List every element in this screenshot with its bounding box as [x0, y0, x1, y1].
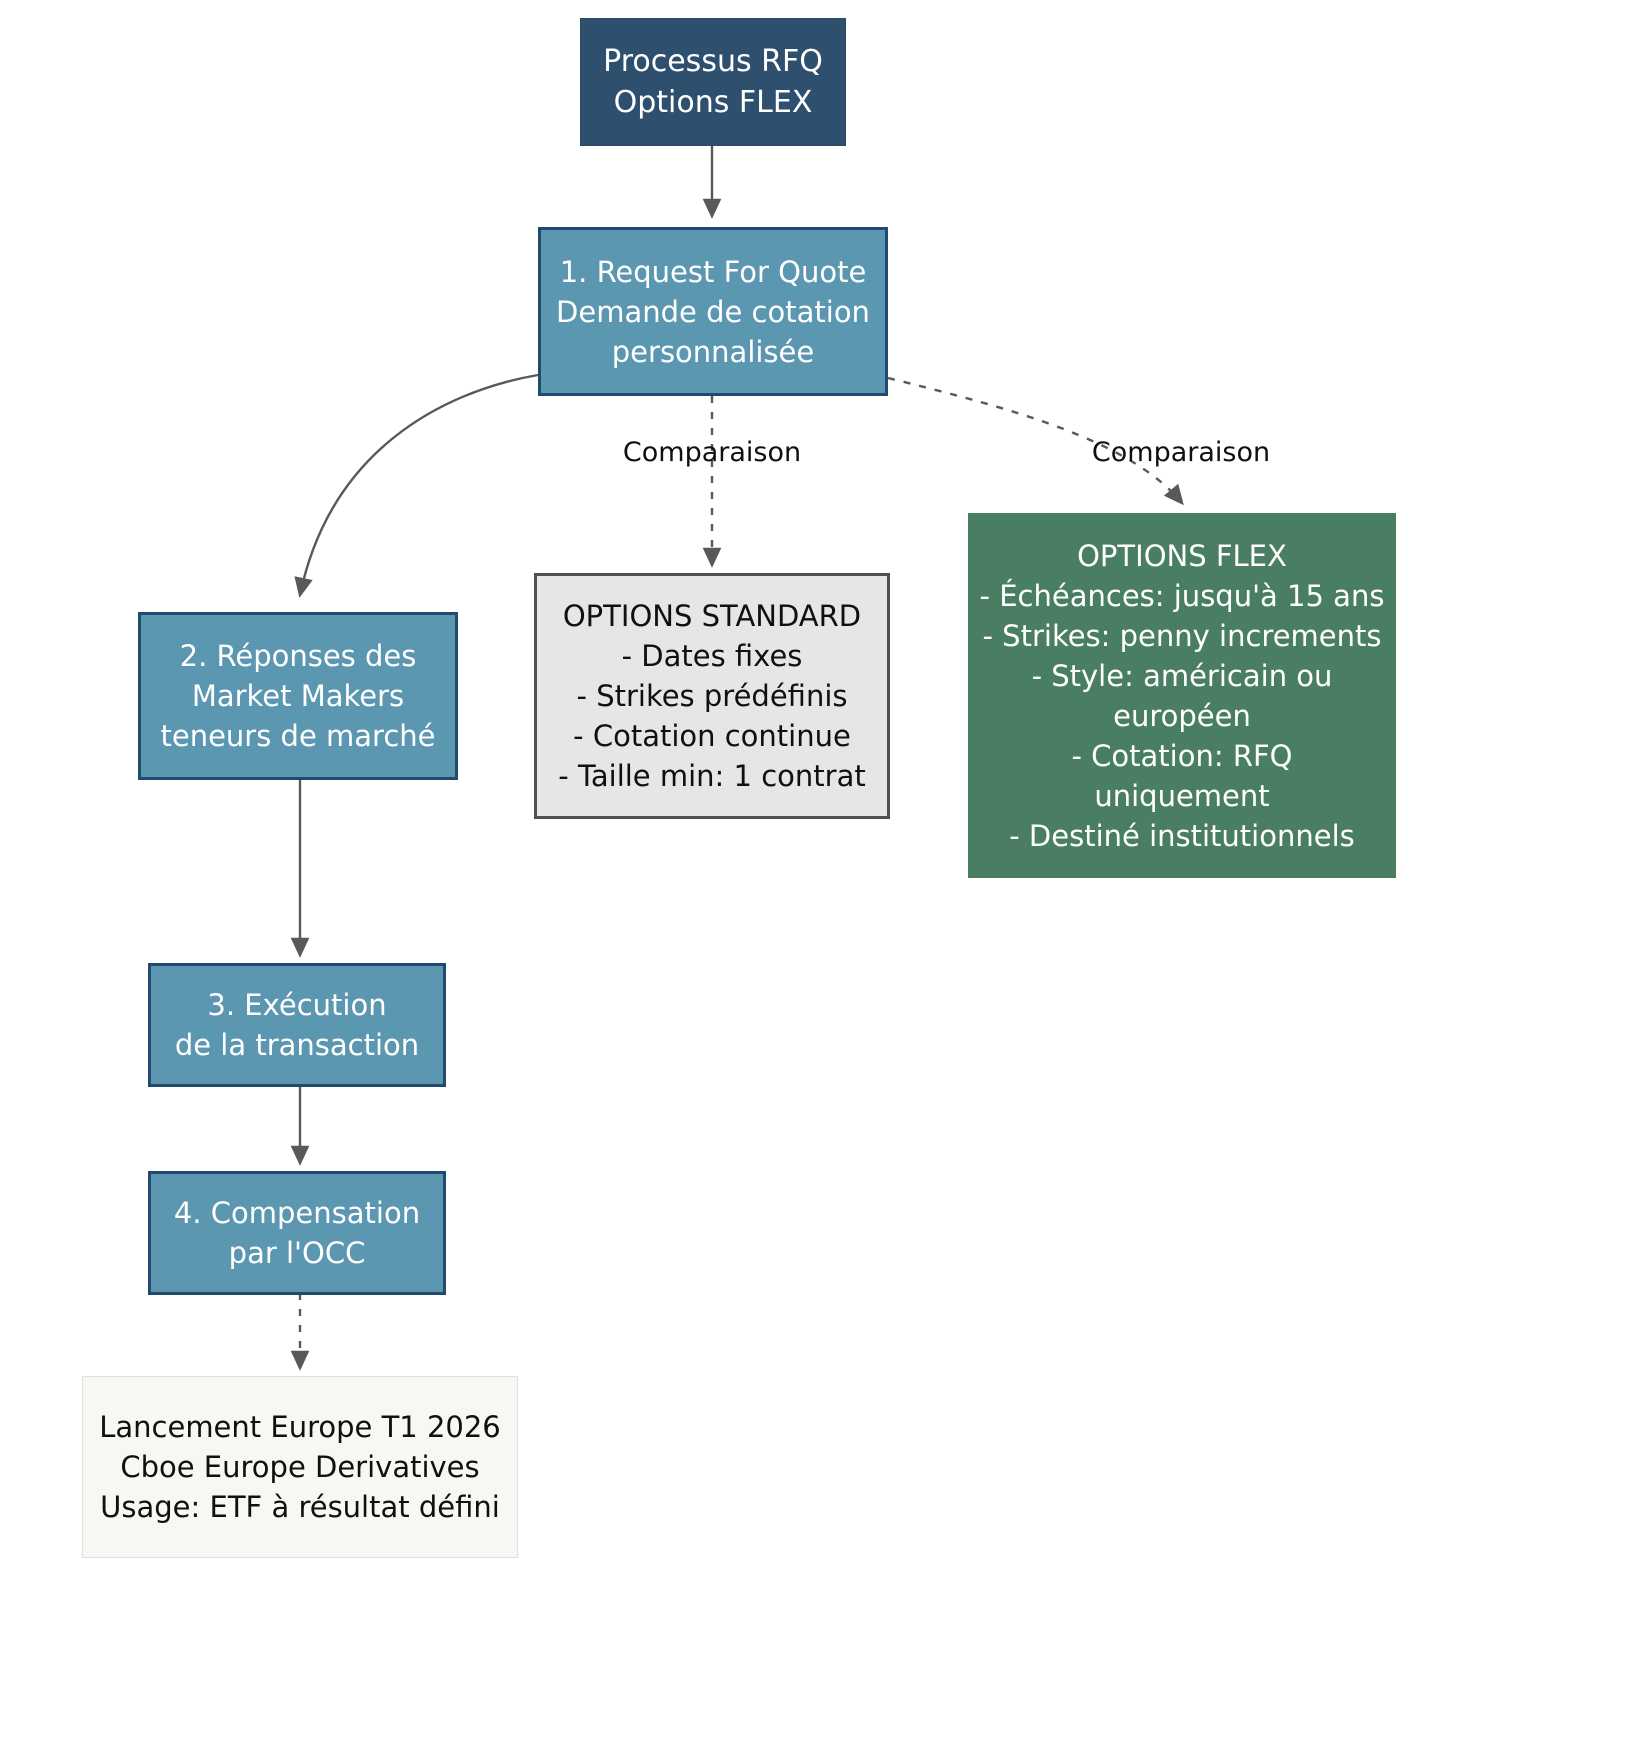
node-options-standard-item-2: - Strikes prédéfinis — [576, 679, 848, 713]
node-title[interactable]: Processus RFQ Options FLEX — [580, 18, 846, 146]
node-options-standard-item-4: - Taille min: 1 contrat — [558, 759, 866, 793]
node-step3-line-1: 3. Exécution — [207, 988, 387, 1022]
node-options-flex-item-4: - Cotation: RFQ — [1071, 738, 1293, 773]
node-options-flex-item-3-cont: européen — [1113, 698, 1251, 733]
edge-label-comparison-standard: Comparaison — [622, 437, 802, 468]
node-title-line-1: Processus RFQ — [603, 44, 823, 79]
edge-step1-to-step2 — [294, 373, 539, 598]
node-options-standard[interactable]: OPTIONS STANDARD - Dates fixes - Strikes… — [534, 573, 890, 819]
node-step3-line-2: de la transaction — [174, 1028, 420, 1062]
node-step2-market-maker-responses[interactable]: 2. Réponses des Market Makers teneurs de… — [138, 612, 458, 780]
node-options-flex-item-5: - Destiné institutionnels — [1009, 818, 1355, 853]
node-step1-line-1: 1. Request For Quote — [559, 254, 867, 289]
node-options-flex-heading: OPTIONS FLEX — [1077, 538, 1287, 573]
node-options-flex-item-2: - Strikes: penny increments — [982, 618, 1382, 653]
node-step2-line-1: 2. Réponses des — [179, 639, 417, 673]
node-launch-note-line-1: Lancement Europe T1 2026 — [99, 1410, 501, 1444]
node-options-flex-item-3: - Style: américain ou — [1031, 658, 1333, 693]
node-step4-line-2: par l'OCC — [228, 1236, 366, 1270]
node-options-flex[interactable]: OPTIONS FLEX - Échéances: jusqu'à 15 ans… — [968, 513, 1396, 878]
node-options-standard-item-3: - Cotation continue — [573, 719, 851, 753]
node-step2-line-2: Market Makers — [191, 679, 405, 713]
edge-label-comparison-flex: Comparaison — [1091, 437, 1271, 468]
node-step4-compensation[interactable]: 4. Compensation par l'OCC — [148, 1171, 446, 1295]
node-step3-execution[interactable]: 3. Exécution de la transaction — [148, 963, 446, 1087]
node-launch-note[interactable]: Lancement Europe T1 2026 Cboe Europe Der… — [82, 1376, 518, 1558]
node-options-flex-item-1: - Échéances: jusqu'à 15 ans — [979, 578, 1385, 613]
node-step1-line-3: personnalisée — [611, 334, 815, 369]
node-step4-line-1: 4. Compensation — [173, 1196, 421, 1230]
node-step1-request-for-quote[interactable]: 1. Request For Quote Demande de cotation… — [538, 227, 888, 396]
node-launch-note-line-3: Usage: ETF à résultat défini — [100, 1490, 500, 1524]
node-step2-line-3: teneurs de marché — [160, 719, 436, 753]
node-title-line-2: Options FLEX — [613, 85, 813, 120]
node-options-standard-item-1: - Dates fixes — [621, 639, 803, 673]
node-step1-line-2: Demande de cotation — [556, 294, 870, 329]
node-options-flex-item-4-cont: uniquement — [1094, 778, 1270, 813]
node-options-standard-heading: OPTIONS STANDARD — [562, 599, 862, 633]
node-launch-note-line-2: Cboe Europe Derivatives — [120, 1450, 480, 1484]
